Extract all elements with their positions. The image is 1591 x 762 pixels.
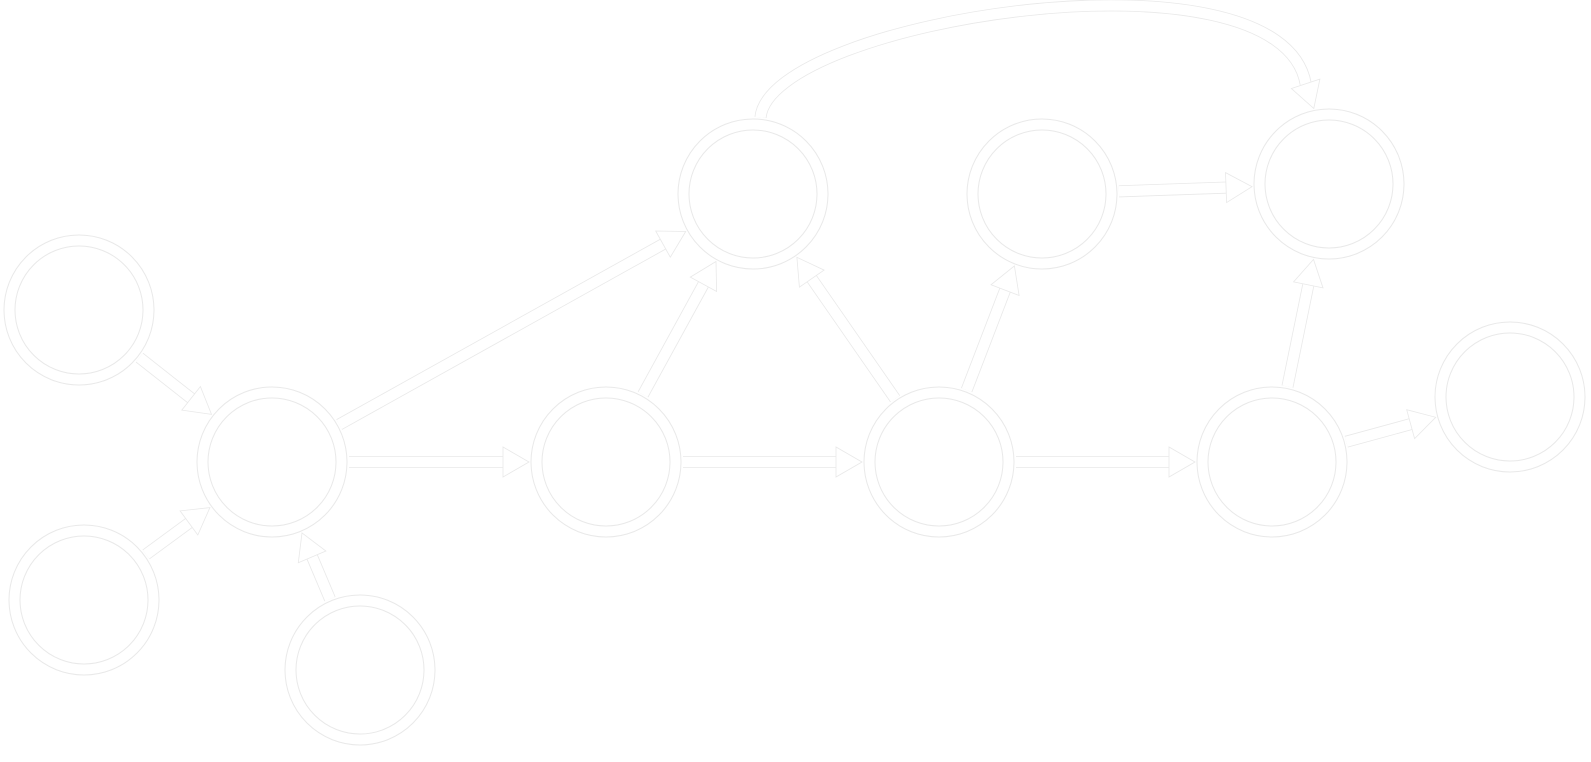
node-inner-ring [295, 605, 425, 735]
arrowhead [655, 230, 687, 258]
edge-n6-to-n10 [754, 0, 1321, 119]
edge-n8-to-n10 [1118, 171, 1253, 204]
node-inner-ring [207, 397, 337, 527]
node-background [863, 386, 1015, 538]
node-n6 [677, 118, 829, 270]
node-outer-ring [284, 594, 436, 746]
node-background [3, 234, 155, 386]
node-inner-ring [874, 397, 1004, 527]
arrowhead [179, 507, 211, 536]
node-background [530, 386, 682, 538]
node-n8 [966, 118, 1118, 270]
node-inner-ring [19, 535, 149, 665]
edge-n7-to-n9 [1016, 446, 1196, 478]
node-n2 [8, 524, 160, 676]
edge-n3-to-n4 [297, 532, 336, 602]
edges-layer [135, 0, 1437, 602]
edge-n7-to-n6 [796, 256, 901, 403]
edge-shaft-fill [961, 288, 1010, 392]
node-outer-ring [1196, 386, 1348, 538]
edge-shaft-fill [307, 554, 335, 602]
node-n4 [196, 386, 348, 538]
node-outer-ring [677, 118, 829, 270]
node-background [677, 118, 829, 270]
node-inner-ring [977, 129, 1107, 259]
node-n10 [1253, 108, 1405, 260]
arrowhead [1168, 446, 1196, 478]
node-inner-ring [1207, 397, 1337, 527]
node-outer-ring [3, 234, 155, 386]
edge-shaft-fill [1344, 419, 1413, 447]
edge-shaft-fill [336, 239, 666, 430]
edge-n4-to-n5 [349, 446, 530, 478]
node-background [1196, 386, 1348, 538]
node-background [284, 594, 436, 746]
node-n7 [863, 386, 1015, 538]
node-background [196, 386, 348, 538]
nodes-layer [3, 108, 1586, 746]
edge-n7-to-n8 [961, 265, 1020, 393]
node-inner-ring [541, 397, 671, 527]
arrowhead [181, 385, 213, 415]
arrowhead [835, 446, 863, 478]
node-n3 [284, 594, 436, 746]
edge-n5-to-n7 [683, 446, 863, 478]
node-background [8, 524, 160, 676]
arrowhead [796, 256, 825, 288]
arrowhead [990, 265, 1020, 297]
node-background [1434, 321, 1586, 473]
edge-shaft-fill [1118, 182, 1227, 197]
arrowhead [502, 446, 530, 478]
edge-n4-to-n6 [336, 230, 687, 430]
edge-shaft-fill [807, 275, 900, 402]
arrowhead [1290, 78, 1321, 110]
node-n9 [1196, 386, 1348, 538]
node-outer-ring [1253, 108, 1405, 260]
node-n5 [530, 386, 682, 538]
node-n1 [3, 234, 155, 386]
edge-shaft-fill [136, 353, 195, 403]
edge-shaft-fill [638, 281, 709, 397]
node-inner-ring [1264, 119, 1394, 249]
arrowhead [1406, 409, 1437, 440]
node-background [1253, 108, 1405, 260]
edge-n9-to-n10 [1281, 258, 1324, 388]
node-n11 [1434, 321, 1586, 473]
edge-shaft-fill [1282, 283, 1314, 388]
node-outer-ring [8, 524, 160, 676]
node-background [966, 118, 1118, 270]
arrowhead [1292, 258, 1324, 289]
node-outer-ring [530, 386, 682, 538]
node-outer-ring [863, 386, 1015, 538]
node-outer-ring [966, 118, 1118, 270]
edge-n5-to-n6 [637, 260, 718, 398]
arrowhead [689, 260, 718, 293]
arrowhead [297, 532, 327, 564]
node-outer-ring [196, 386, 348, 538]
node-inner-ring [14, 245, 144, 375]
node-inner-ring [1445, 332, 1575, 462]
edge-n1-to-n4 [135, 352, 213, 415]
edge-n9-to-n11 [1344, 409, 1437, 448]
edge-shaft-fill [142, 518, 193, 559]
arrowhead [1225, 171, 1253, 204]
node-inner-ring [688, 129, 818, 259]
node-outer-ring [1434, 321, 1586, 473]
edge-n2-to-n4 [142, 507, 211, 560]
edge-shaft-fill [755, 0, 1311, 119]
